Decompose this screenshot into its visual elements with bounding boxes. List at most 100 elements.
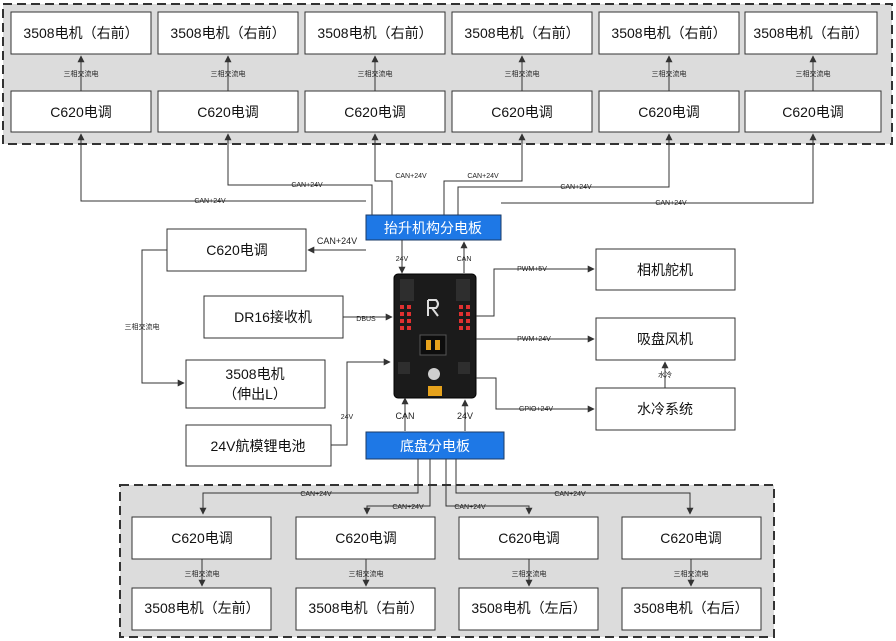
controller-led-row-left	[400, 305, 411, 330]
top-esc-label: C620电调	[197, 104, 258, 120]
bottom-esc-box	[458, 516, 599, 560]
dbus-label: DBUS	[356, 316, 376, 323]
suction-fan-box	[595, 317, 736, 361]
bottom-col-2: C620电调 三相交流电 3508电机（右前）	[295, 516, 436, 631]
top-motor-label: 3508电机（右前）	[170, 25, 285, 41]
top-col-1: 3508电机（右前） C620电调 三相交流电	[10, 11, 152, 133]
controller-led-row-right	[459, 305, 470, 330]
can-wire-top-6	[501, 133, 817, 204]
can-wire-bottom-2	[363, 459, 431, 515]
top-motor-box	[304, 11, 446, 55]
chassis-board	[365, 431, 505, 460]
receiver-box	[203, 295, 344, 339]
water-system-wire	[476, 377, 595, 413]
top-esc-box	[304, 90, 446, 133]
top-motor-box	[598, 11, 740, 55]
top-motor-box	[157, 11, 299, 55]
bottom-motor-box	[621, 587, 762, 631]
top-can-label-5: CAN+24V	[560, 184, 592, 191]
bottom-esc-label: C620电调	[498, 530, 559, 546]
bottom-motor-label: 3508电机（右前）	[308, 600, 423, 616]
top-motor-label: 3508电机（右前）	[23, 25, 138, 41]
battery-wire	[331, 358, 391, 446]
left-can-label: CAN+24V	[317, 236, 357, 246]
water-system-wire-label: GPIO+24V	[519, 406, 553, 413]
fan-wire-label: PWM+24V	[517, 336, 551, 343]
top-can-label-4: CAN+24V	[467, 173, 499, 180]
top-col-2: 3508电机（右前） C620电调 三相交流电	[157, 11, 299, 133]
lift-board	[365, 214, 502, 241]
water-cooling-label: 水冷	[658, 370, 672, 379]
battery-wire-label: 24V	[341, 414, 354, 421]
chassis-24v-label: 24V	[457, 411, 473, 421]
camera-servo-box	[595, 248, 736, 291]
left-phase-label: 三相交流电	[125, 322, 160, 331]
extend-motor-label-2: （伸出L）	[223, 386, 287, 402]
can-wire-bottom-4	[455, 459, 694, 515]
bottom-can-label-4: CAN+24V	[554, 491, 586, 498]
can-wire-top-2	[224, 133, 373, 215]
controller-connector-a	[426, 340, 431, 350]
can-wire-top-5	[457, 133, 673, 215]
controller-connector-b	[435, 340, 440, 350]
controller-chip	[419, 334, 447, 356]
top-phase-label: 三相交流电	[652, 69, 687, 78]
camera-wire	[476, 265, 595, 317]
controller-port-right	[458, 362, 470, 374]
extend-motor-label-1: 3508电机	[225, 366, 284, 382]
top-motor-label: 3508电机（右前）	[611, 25, 726, 41]
top-esc-label: C620电调	[491, 104, 552, 120]
lift-24v-label: 24V	[396, 256, 409, 263]
bottom-esc-label: C620电调	[171, 530, 232, 546]
top-phase-label: 三相交流电	[211, 69, 246, 78]
controller-header-left	[400, 279, 414, 301]
top-phase-label: 三相交流电	[796, 69, 831, 78]
top-esc-label: C620电调	[344, 104, 405, 120]
chassis-can-label: CAN	[395, 411, 414, 421]
suction-fan-label: 吸盘风机	[637, 331, 693, 347]
top-col-5: 3508电机（右前） C620电调 三相交流电	[598, 11, 740, 133]
top-esc-label: C620电调	[782, 104, 843, 120]
controller-header-right	[456, 279, 470, 301]
camera-servo-label: 相机舵机	[637, 262, 693, 278]
bottom-motor-box	[131, 587, 272, 631]
bottom-col-3: C620电调 三相交流电 3508电机（左后）	[458, 516, 599, 631]
bottom-motor-box	[458, 587, 599, 631]
battery-label: 24V航模锂电池	[211, 438, 306, 454]
bottom-esc-label: C620电调	[335, 530, 396, 546]
can-wire-bottom-1	[199, 459, 419, 515]
extend-motor-box	[185, 359, 326, 409]
can-wire-top-4	[443, 133, 526, 215]
top-esc-box	[598, 90, 740, 133]
can-wire-bottom-3	[445, 459, 533, 515]
bottom-phase-label: 三相交流电	[674, 569, 709, 578]
top-motor-label: 3508电机（右前）	[464, 25, 579, 41]
top-esc-label: C620电调	[638, 104, 699, 120]
camera-wire-label: PWM+5V	[517, 266, 547, 273]
controller-power-connector	[428, 386, 442, 396]
top-motor-label: 3508电机（右前）	[753, 25, 868, 41]
lift-can-label: CAN	[457, 256, 472, 263]
water-system-box	[595, 387, 736, 431]
water-system-label: 水冷系统	[637, 401, 693, 417]
left-phase-wire	[141, 249, 185, 387]
top-motor-box	[744, 11, 878, 55]
top-esc-box	[744, 90, 882, 133]
bottom-esc-label: C620电调	[660, 530, 721, 546]
left-esc-label: C620电调	[206, 242, 267, 258]
controller-port-left	[398, 362, 410, 374]
bottom-phase-label: 三相交流电	[349, 569, 384, 578]
top-col-3: 3508电机（右前） C620电调 三相交流电	[304, 11, 446, 133]
top-phase-label: 三相交流电	[64, 69, 99, 78]
bottom-can-label-3: CAN+24V	[454, 504, 486, 511]
bottom-phase-label: 三相交流电	[185, 569, 220, 578]
receiver-label: DR16接收机	[234, 309, 312, 325]
top-esc-box	[451, 90, 593, 133]
can-wire-top-3	[371, 133, 393, 215]
bottom-motor-label: 3508电机（右后）	[633, 600, 748, 616]
bottom-esc-box	[621, 516, 762, 560]
top-can-label-3: CAN+24V	[395, 173, 427, 180]
top-col-6: 3508电机（右前） C620电调 三相交流电	[744, 11, 882, 133]
